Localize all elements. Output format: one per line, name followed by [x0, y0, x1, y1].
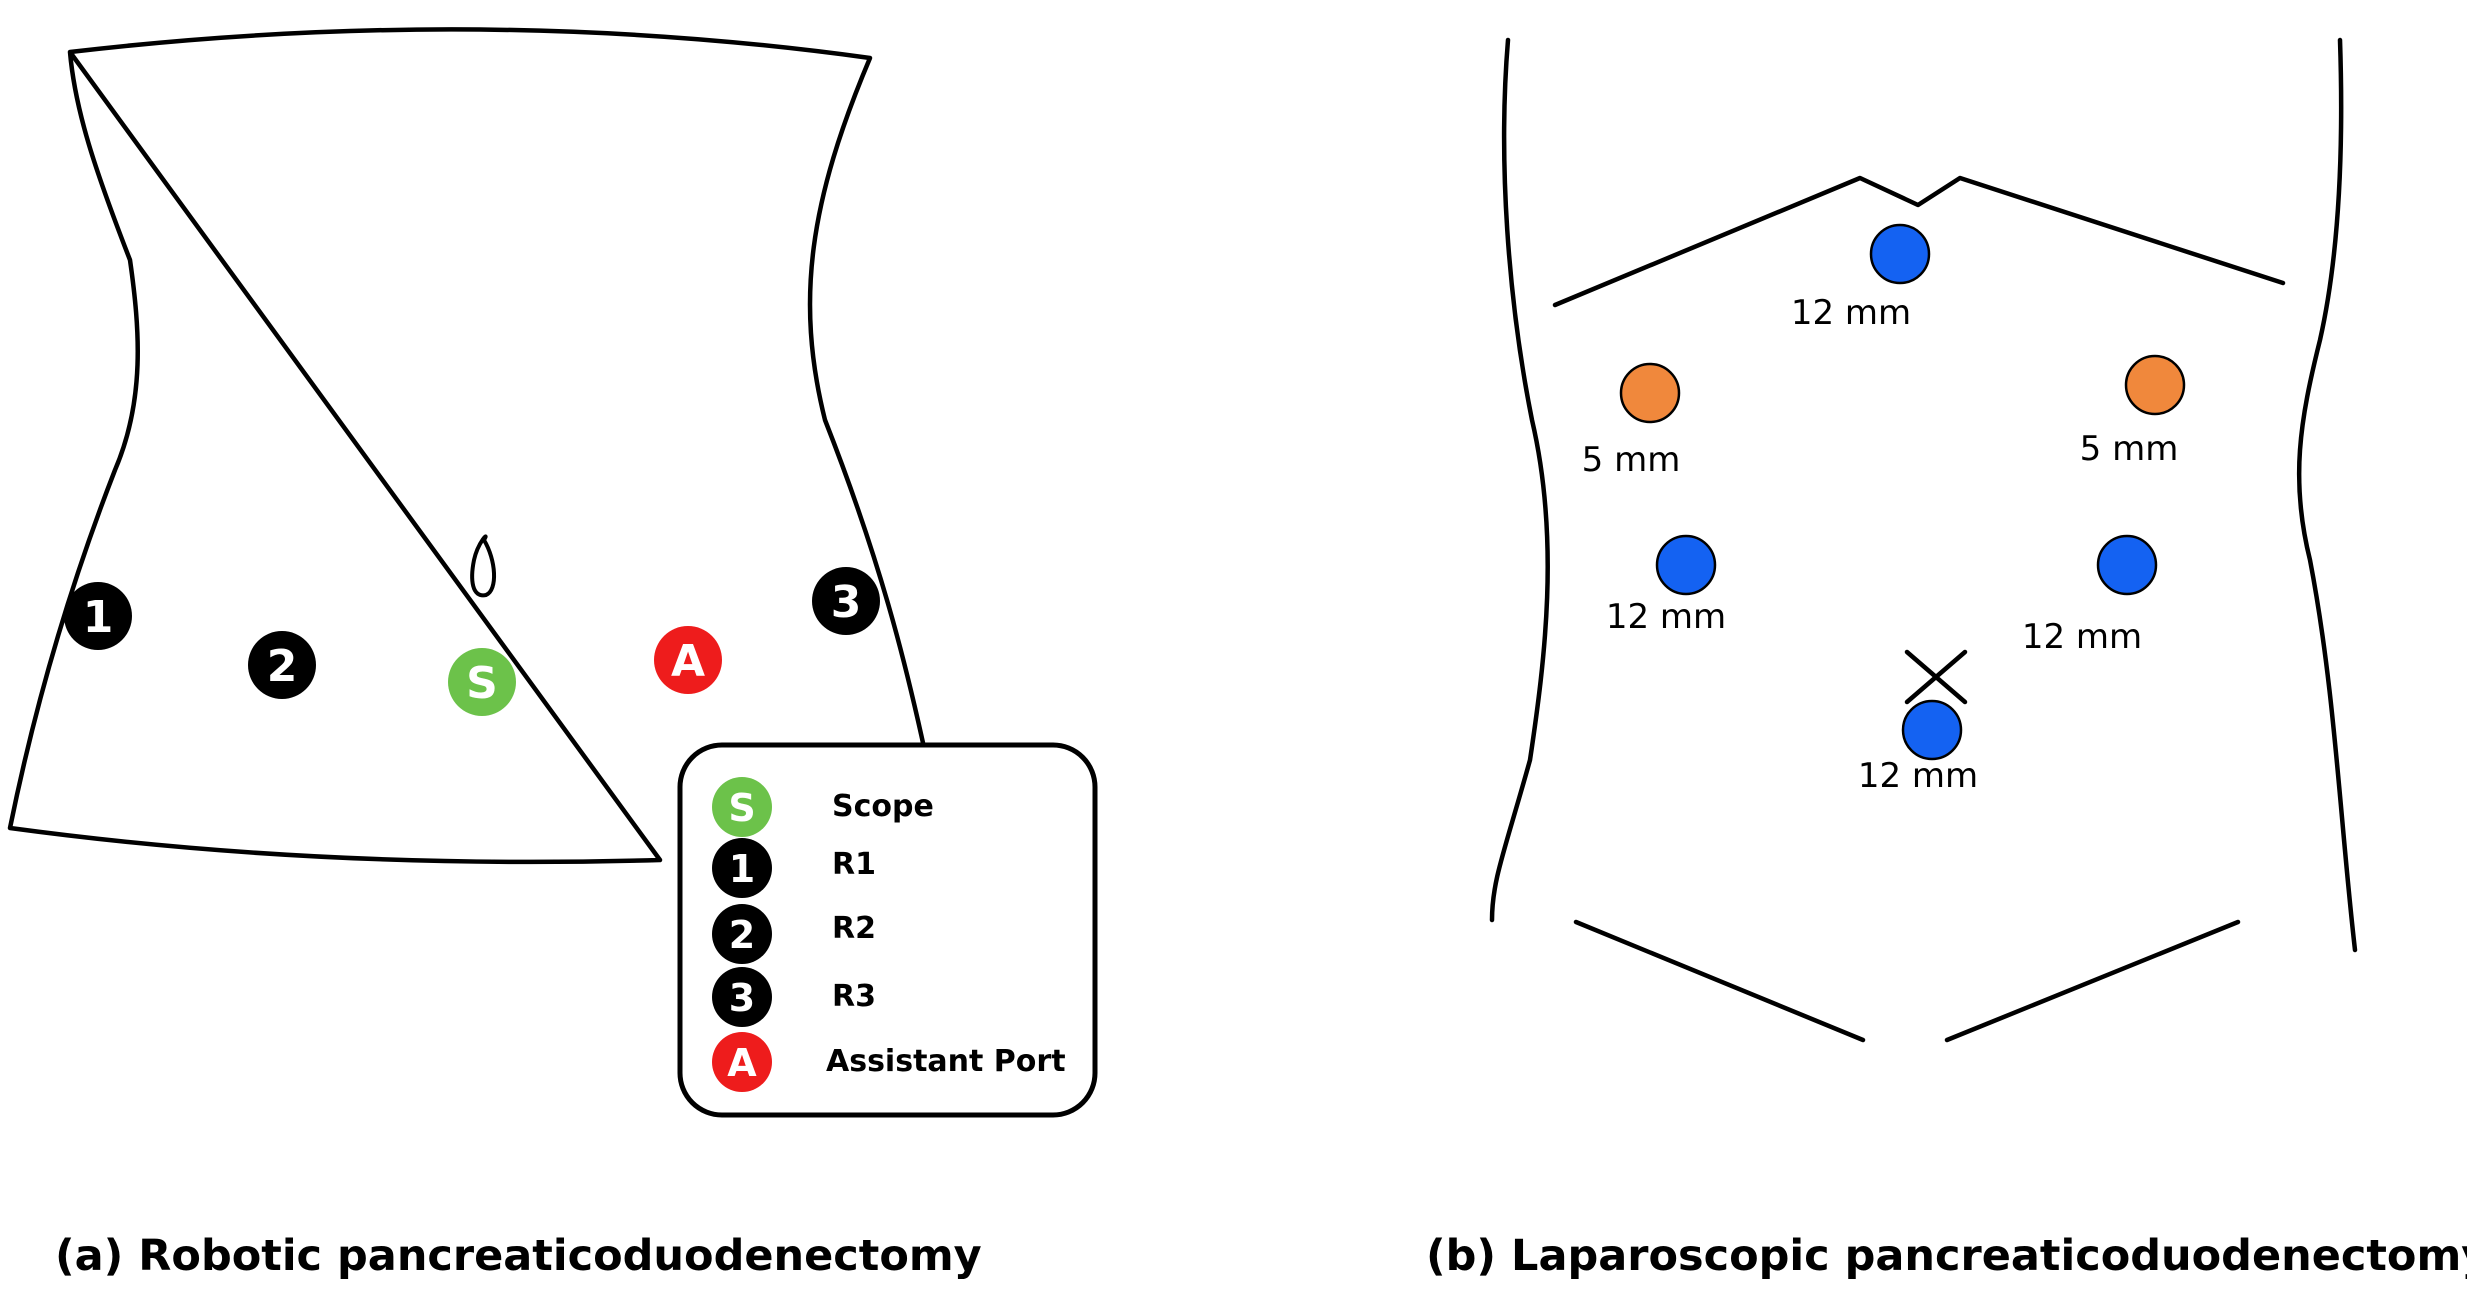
port-r3-circle — [812, 567, 880, 635]
port-r1-marker: 1 — [64, 582, 132, 650]
legend-r2-symbol: 2 — [729, 913, 755, 957]
port-12mm-right-label: 12 mm — [2022, 617, 2142, 657]
port-12mm-top-circle — [1869, 223, 1931, 285]
port-5mm-right-label: 5 mm — [2080, 429, 2179, 469]
legend-r3-icon — [712, 967, 772, 1027]
port-assistant-letter: A — [671, 636, 705, 687]
legend-r3-label: R3 — [832, 979, 876, 1014]
port-12mm-left: 12 mm — [1606, 534, 1726, 637]
legend-scope-icon — [712, 777, 772, 837]
port-r2-circle — [248, 631, 316, 699]
port-r2-number: 2 — [267, 641, 298, 692]
legend-r1-label: R1 — [832, 847, 876, 882]
port-5mm-right: 5 mm — [2080, 354, 2186, 469]
pelvic-line-right — [1944, 919, 2241, 1043]
port-12mm-top-label: 12 mm — [1791, 293, 1911, 333]
port-5mm-left-circle — [1619, 362, 1681, 424]
port-r1-circle — [64, 582, 132, 650]
legend-assistant-label: Assistant Port — [826, 1044, 1066, 1079]
legend-r2-icon — [712, 904, 772, 964]
port-12mm-right-circle — [2096, 534, 2158, 596]
port-5mm-right-circle — [2124, 354, 2186, 416]
port-r1-number: 1 — [83, 592, 114, 643]
port-r3-number: 3 — [831, 577, 862, 628]
port-scope-circle — [448, 648, 516, 716]
legend-r1-icon — [712, 838, 772, 898]
legend-scope-symbol: S — [728, 786, 755, 830]
port-12mm-right: 12 mm — [2022, 534, 2158, 657]
port-12mm-bottom-circle — [1901, 699, 1963, 761]
port-12mm-bottom: 12 mm — [1858, 699, 1978, 796]
legend-item-r2: 2 R2 — [712, 904, 876, 964]
caption-robotic: (a) Robotic pancreaticoduodenectomy — [55, 1231, 982, 1281]
port-12mm-left-circle — [1655, 534, 1717, 596]
legend-r1-symbol: 1 — [729, 847, 755, 891]
panel-laparoscopic: 12 mm 5 mm 5 mm 12 mm 12 mm 12 mm (b) La… — [1426, 37, 2467, 1281]
port-5mm-left: 5 mm — [1582, 362, 1681, 480]
port-assistant-circle — [654, 626, 722, 694]
legend-assistant-symbol: A — [727, 1041, 757, 1085]
legend-box — [677, 742, 1098, 1118]
caption-laparoscopic: (b) Laparoscopic pancreaticoduodenectomy — [1426, 1231, 2467, 1281]
port-scope-letter: S — [466, 658, 498, 709]
legend-item-r3: 3 R3 — [712, 967, 876, 1027]
port-12mm-left-label: 12 mm — [1606, 597, 1726, 637]
legend-item-assistant: A Assistant Port — [712, 1032, 1066, 1092]
legend-r3-symbol: 3 — [729, 976, 755, 1020]
port-5mm-left-label: 5 mm — [1582, 440, 1681, 480]
torso-left-contour — [1489, 37, 1550, 923]
navel-icon — [470, 534, 497, 598]
port-r2-marker: 2 — [248, 631, 316, 699]
panel-robotic: 1 2 S A 3 S Scope 1 — [7, 27, 1098, 1281]
torso-outline-robotic — [7, 27, 928, 865]
costal-margin — [1552, 175, 2286, 308]
legend-assistant-icon — [712, 1032, 772, 1092]
port-r3-marker: 3 — [812, 567, 880, 635]
legend-item-scope: S Scope — [712, 777, 934, 837]
legend-r2-label: R2 — [832, 911, 876, 946]
legend-item-r1: 1 R1 — [712, 838, 876, 898]
port-assistant-marker: A — [654, 626, 722, 694]
legend: S Scope 1 R1 2 R2 3 R3 A Assistant P — [677, 742, 1098, 1118]
torso-right-contour — [2296, 37, 2358, 953]
legend-scope-label: Scope — [832, 789, 934, 824]
port-scope-marker: S — [448, 648, 516, 716]
pelvic-line-left — [1573, 919, 1866, 1043]
umbilicus-x-mark — [1904, 649, 1968, 705]
port-12mm-top: 12 mm — [1791, 223, 1931, 333]
port-12mm-bottom-label: 12 mm — [1858, 756, 1978, 796]
